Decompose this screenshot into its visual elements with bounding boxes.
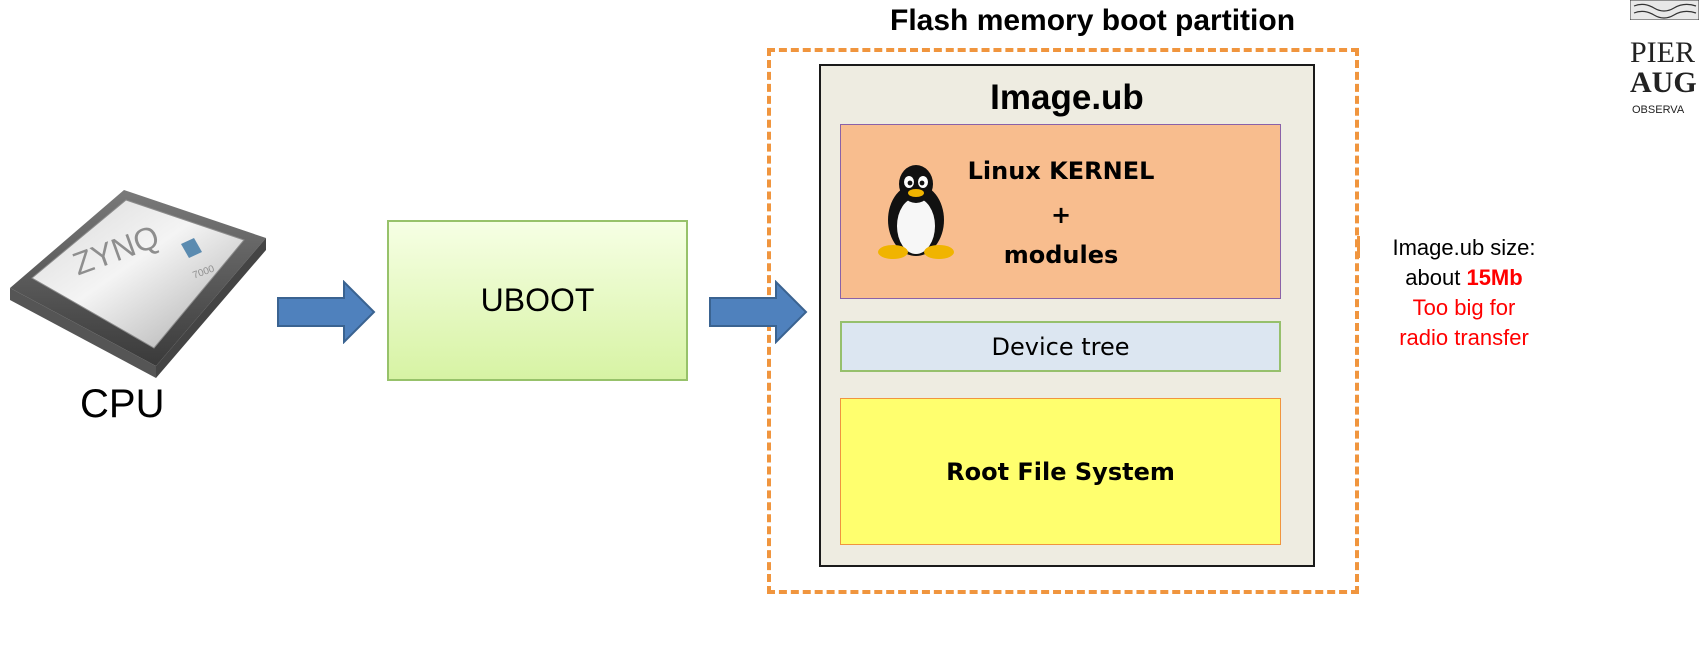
arrow-uboot-to-image (709, 280, 808, 344)
size-note-value: 15Mb (1466, 265, 1523, 290)
device-tree-label: Device tree (991, 332, 1130, 361)
logo-graphic-icon (1630, 0, 1699, 20)
size-note-line-3: Too big for (1412, 295, 1516, 320)
pierre-auger-logo: PIER AUG OBSERVA (1620, 0, 1699, 125)
size-note-line-4: radio transfer (1399, 325, 1529, 350)
image-size-note: Image.ub size: about 15Mb Too big for ra… (1364, 233, 1564, 353)
arrow-cpu-to-uboot (277, 280, 376, 344)
side-note-marker (1357, 236, 1360, 258)
kernel-line-2: + (1050, 201, 1072, 229)
cpu-chip-image: ZYNQ 7000 (6, 166, 270, 396)
kernel-line-3: modules (1003, 241, 1119, 269)
uboot-label: UBOOT (480, 282, 595, 318)
size-note-line-2: about 15Mb (1364, 263, 1564, 293)
logo-word-3: OBSERVA (1632, 104, 1685, 116)
logo-word-1: PIER (1630, 36, 1696, 69)
root-file-system-label: Root File System (946, 457, 1175, 486)
image-ub-title: Image.ub (990, 78, 1144, 117)
linux-penguin-icon (878, 165, 954, 259)
device-tree-box: Device tree (840, 321, 1281, 372)
size-note-line-1: Image.ub size: (1392, 235, 1536, 260)
size-note-prefix: about (1405, 265, 1467, 290)
flash-partition-title: Flash memory boot partition (890, 4, 1296, 37)
kernel-line-1: Linux KERNEL (967, 157, 1155, 185)
uboot-box: UBOOT (387, 220, 688, 381)
root-file-system-box: Root File System (840, 398, 1281, 545)
cpu-label: CPU (80, 382, 165, 426)
logo-word-2: AUG (1630, 66, 1697, 99)
